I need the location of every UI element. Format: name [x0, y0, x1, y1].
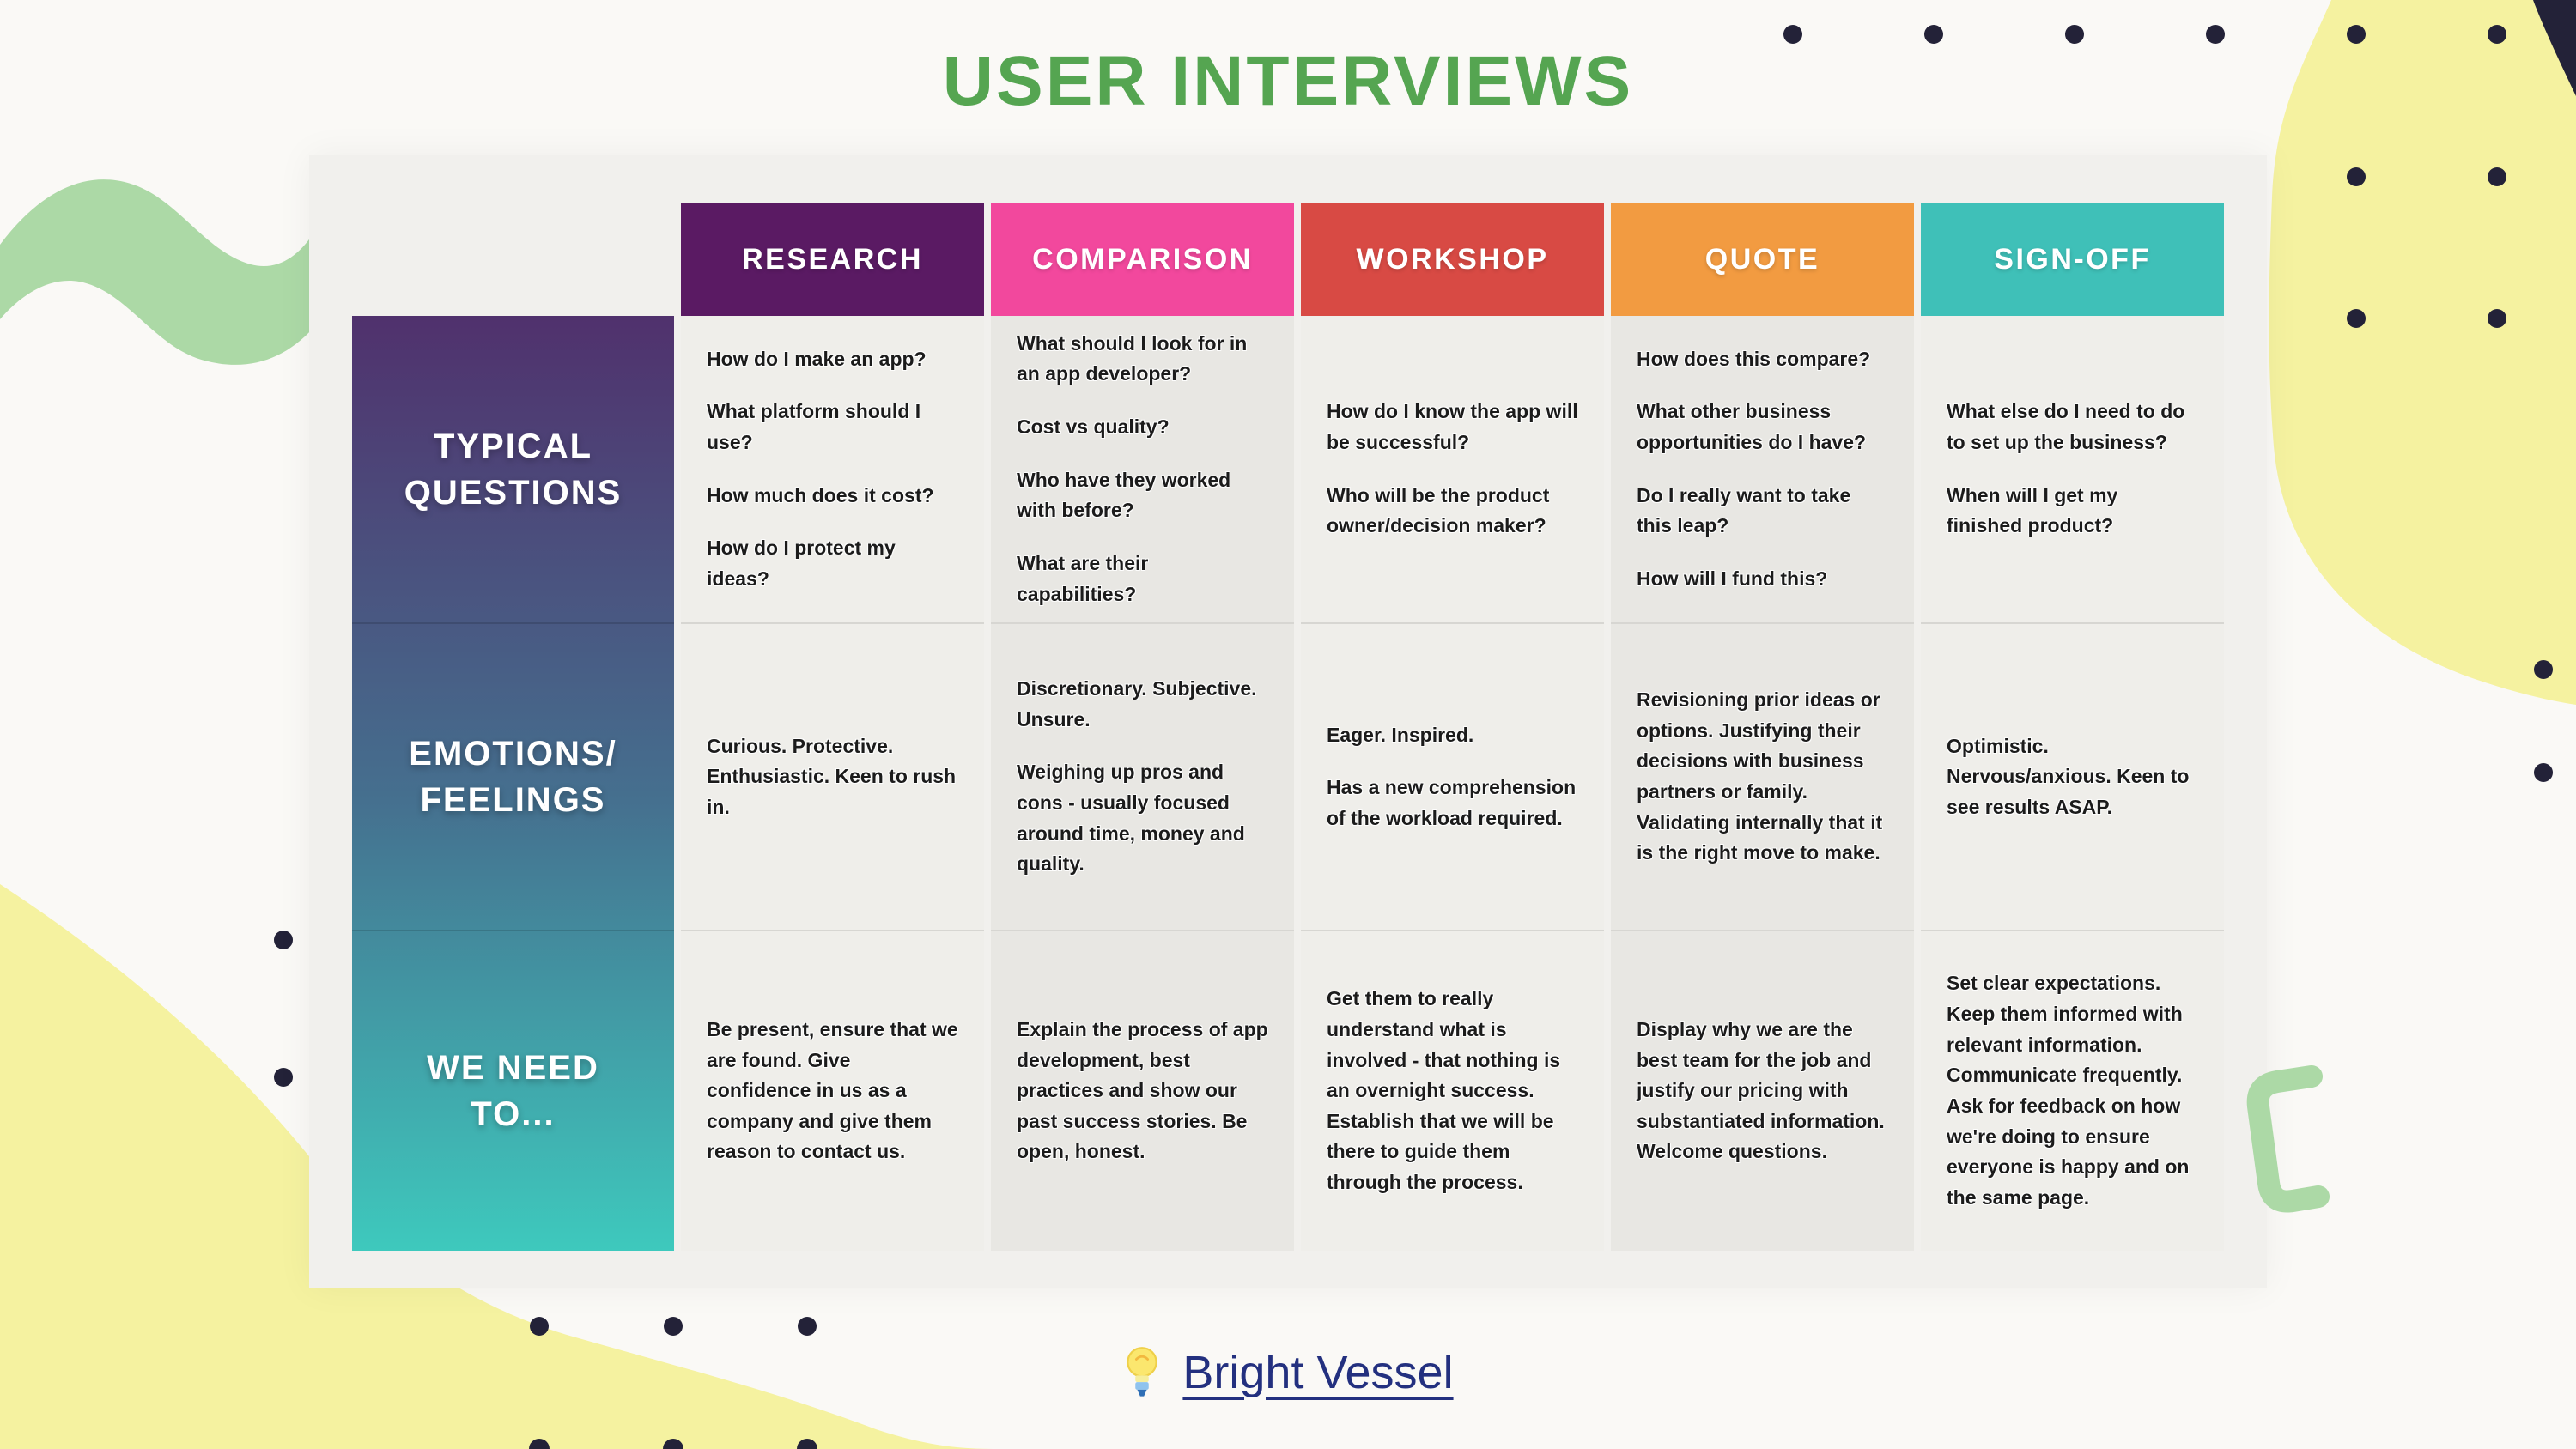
- table-cell-workshop-row3: Get them to really understand what is in…: [1301, 931, 1604, 1251]
- cell-text: Curious. Protective. Enthusiastic. Keen …: [707, 734, 957, 818]
- light-bulb-icon: [1122, 1346, 1162, 1399]
- cell-text: Explain the process of app development, …: [1017, 1017, 1268, 1163]
- column-header-label: COMPARISON: [1032, 243, 1253, 276]
- cell-text: Do I really want to take this leap?: [1637, 483, 1851, 537]
- cell-text: How do I make an app?: [707, 347, 927, 370]
- cell-text: Discretionary. Subjective. Unsure.: [1017, 677, 1257, 731]
- cell-text: Who have they worked with before?: [1017, 468, 1231, 522]
- cell-text: When will I get my finished product?: [1947, 483, 2118, 537]
- cell-text: Display why we are the best team for the…: [1637, 1017, 1885, 1163]
- column-header-research: RESEARCH: [681, 203, 984, 316]
- cell-text: How does this compare?: [1637, 347, 1871, 370]
- column-header-label: QUOTE: [1704, 243, 1820, 276]
- cell-text: Eager. Inspired.: [1327, 723, 1474, 746]
- column-header-comparison: COMPARISON: [991, 203, 1294, 316]
- row-label-emotions-feelings: EMOTIONS/ FEELINGS: [352, 624, 674, 931]
- cell-text: How do I protect my ideas?: [707, 537, 896, 590]
- cell-text: Who will be the product owner/decision m…: [1327, 483, 1550, 537]
- cell-text: Has a new comprehension of the workload …: [1327, 776, 1577, 829]
- cell-text: How much does it cost?: [707, 483, 934, 506]
- table-cell-quote-row1: How does this compare? What other busines…: [1611, 316, 1914, 624]
- column-header-label: SIGN-OFF: [1994, 243, 2151, 276]
- row-label-we-need-to: WE NEED TO...: [427, 1049, 599, 1133]
- table-cell-workshop-row2: Eager. Inspired. Has a new comprehension …: [1301, 624, 1604, 931]
- table-cell-sign-off-row2: Optimistic. Nervous/anxious. Keen to see…: [1921, 624, 2224, 931]
- page-title: USER INTERVIEWS: [942, 42, 1634, 120]
- cell-text: What are their capabilities?: [1017, 551, 1149, 605]
- column-header-quote: QUOTE: [1611, 203, 1914, 316]
- table-cell-research-row2: Curious. Protective. Enthusiastic. Keen …: [681, 624, 984, 931]
- cell-text: Cost vs quality?: [1017, 415, 1170, 439]
- table-cell-comparison-row3: Explain the process of app development, …: [991, 931, 1294, 1251]
- table-cell-quote-row3: Display why we are the best team for the…: [1611, 931, 1914, 1251]
- cell-text: How do I know the app will be successful…: [1327, 400, 1578, 453]
- cell-text: What should I look for in an app develop…: [1017, 331, 1248, 385]
- green-squiggle-shape: [0, 179, 313, 365]
- column-header-label: RESEARCH: [742, 243, 923, 276]
- row-label-typical-questions: TYPICAL QUESTIONS: [352, 316, 674, 624]
- cell-text: How will I fund this?: [1637, 567, 1828, 590]
- cell-text: What platform should I use?: [707, 400, 921, 453]
- green-bracket-shape: [2246, 1065, 2330, 1213]
- cell-text: Get them to really understand what is in…: [1327, 987, 1561, 1194]
- cell-text: Optimistic. Nervous/anxious. Keen to see…: [1947, 734, 2190, 818]
- table-cell-comparison-row2: Discretionary. Subjective. Unsure. Weighi…: [991, 624, 1294, 931]
- table-cell-sign-off-row3: Set clear expectations. Keep them inform…: [1921, 931, 2224, 1251]
- cell-text: What else do I need to do to set up the …: [1947, 400, 2185, 453]
- column-header-workshop: WORKSHOP: [1301, 203, 1604, 316]
- cell-text: Set clear expectations. Keep them inform…: [1947, 972, 2190, 1209]
- table-cell-quote-row2: Revisioning prior ideas or options. Just…: [1611, 624, 1914, 931]
- table-cell-research-row1: How do I make an app? What platform shoul…: [681, 316, 984, 624]
- column-header-sign-off: SIGN-OFF: [1921, 203, 2224, 316]
- table-cell-research-row3: Be present, ensure that we are found. Gi…: [681, 931, 984, 1251]
- table-cell-sign-off-row1: What else do I need to do to set up the …: [1921, 316, 2224, 624]
- table-cell-workshop-row1: How do I know the app will be successful…: [1301, 316, 1604, 624]
- footer: Bright Vessel: [0, 1346, 2576, 1399]
- bright-vessel-link[interactable]: Bright Vessel: [1182, 1347, 1454, 1398]
- cell-text: What other business opportunities do I h…: [1637, 400, 1867, 453]
- cell-text: Be present, ensure that we are found. Gi…: [707, 1017, 958, 1163]
- grid-corner-spacer: [352, 203, 674, 316]
- cell-text: Weighing up pros and cons - usually focu…: [1017, 761, 1245, 876]
- cell-text: Revisioning prior ideas or options. Just…: [1637, 688, 1883, 864]
- column-header-label: WORKSHOP: [1356, 243, 1549, 276]
- table-cell-comparison-row1: What should I look for in an app develop…: [991, 316, 1294, 624]
